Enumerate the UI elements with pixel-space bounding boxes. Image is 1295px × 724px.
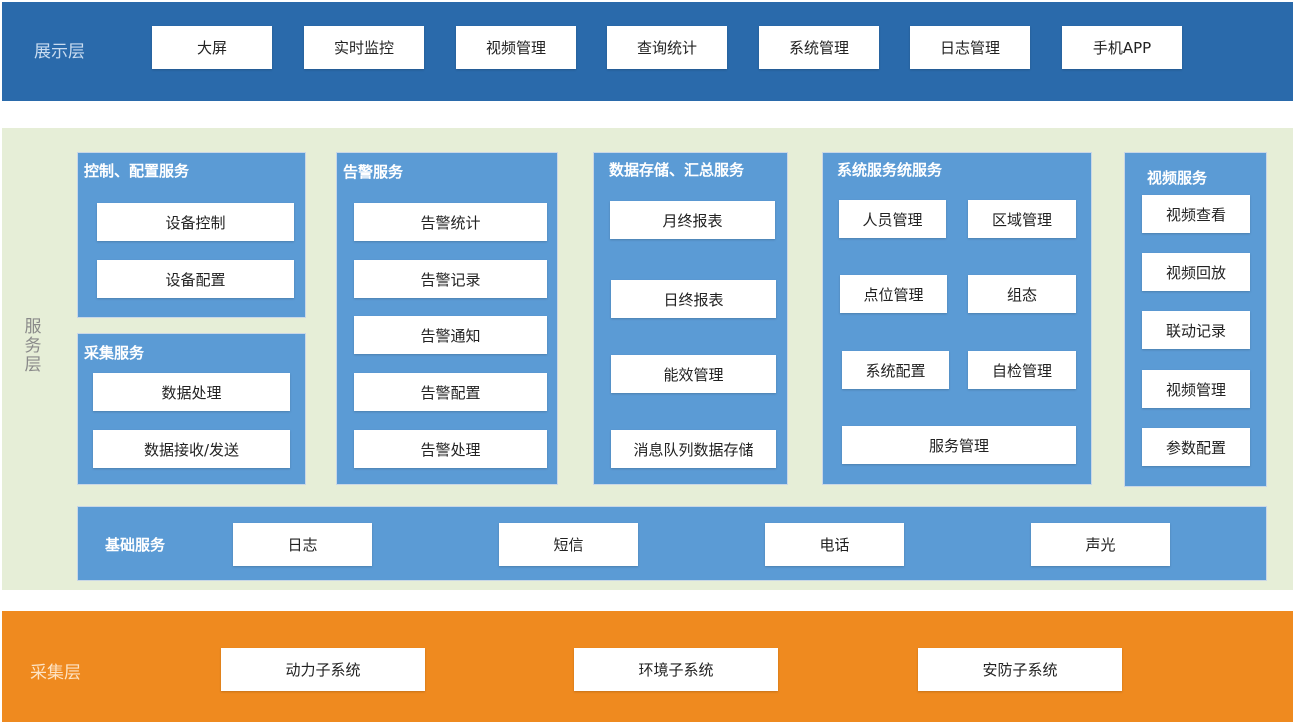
phone-box: 电话 bbox=[765, 523, 904, 566]
presentation-item-realtime-monitor: 实时监控 bbox=[304, 26, 424, 69]
video-service-panel: 视频服务 视频查看 视频回放 联动记录 视频管理 参数配置 bbox=[1124, 152, 1267, 487]
service-management-box: 服务管理 bbox=[842, 426, 1076, 464]
personnel-management-box: 人员管理 bbox=[839, 200, 946, 238]
security-subsystem-box: 安防子系统 bbox=[918, 648, 1122, 691]
collection-layer: 采集层 动力子系统 环境子系统 安防子系统 bbox=[2, 611, 1293, 722]
control-config-service-title: 控制、配置服务 bbox=[84, 162, 190, 180]
base-service-title: 基础服务 bbox=[105, 536, 166, 554]
monthly-report-box: 月终报表 bbox=[610, 201, 775, 239]
energy-management-box: 能效管理 bbox=[611, 355, 776, 393]
storage-service-panel: 数据存储、汇总服务 月终报表 日终报表 能效管理 消息队列数据存储 bbox=[593, 152, 788, 485]
area-management-box: 区域管理 bbox=[968, 200, 1076, 238]
configuration-box: 组态 bbox=[968, 275, 1076, 313]
data-processing-box: 数据处理 bbox=[93, 373, 290, 411]
sms-box: 短信 bbox=[499, 523, 638, 566]
environment-subsystem-box: 环境子系统 bbox=[574, 648, 778, 691]
system-service-title: 系统服务统服务 bbox=[837, 161, 943, 179]
alarm-service-panel: 告警服务 告警统计 告警记录 告警通知 告警配置 告警处理 bbox=[336, 152, 558, 485]
system-config-box: 系统配置 bbox=[842, 351, 949, 389]
presentation-item-log-management: 日志管理 bbox=[910, 26, 1030, 69]
system-service-panel: 系统服务统服务 人员管理 区域管理 点位管理 组态 系统配置 自检管理 服务管理 bbox=[822, 152, 1092, 485]
device-control-box: 设备控制 bbox=[97, 203, 294, 241]
video-playback-box: 视频回放 bbox=[1142, 253, 1250, 291]
collect-service-panel: 采集服务 数据处理 数据接收/发送 bbox=[77, 333, 306, 485]
alarm-notify-box: 告警通知 bbox=[354, 316, 547, 354]
alarm-handle-box: 告警处理 bbox=[354, 430, 547, 468]
service-layer-title: 服务层 bbox=[24, 317, 42, 375]
linkage-record-box: 联动记录 bbox=[1142, 311, 1250, 349]
alarm-statistics-box: 告警统计 bbox=[354, 203, 547, 241]
presentation-item-video-management: 视频管理 bbox=[456, 26, 576, 69]
self-check-management-box: 自检管理 bbox=[968, 351, 1076, 389]
sound-light-box: 声光 bbox=[1031, 523, 1170, 566]
device-config-box: 设备配置 bbox=[97, 260, 294, 298]
video-view-box: 视频查看 bbox=[1142, 195, 1250, 233]
alarm-record-box: 告警记录 bbox=[354, 260, 547, 298]
base-service-panel: 基础服务 日志 短信 电话 声光 bbox=[77, 506, 1267, 581]
message-queue-storage-box: 消息队列数据存储 bbox=[611, 430, 776, 468]
data-send-receive-box: 数据接收/发送 bbox=[93, 430, 290, 468]
presentation-layer: 展示层 大屏 实时监控 视频管理 查询统计 系统管理 日志管理 手机APP bbox=[2, 2, 1293, 101]
collect-service-title: 采集服务 bbox=[84, 344, 145, 362]
daily-report-box: 日终报表 bbox=[611, 280, 776, 318]
alarm-service-title: 告警服务 bbox=[343, 163, 404, 181]
collection-layer-title: 采集层 bbox=[30, 663, 81, 683]
point-management-box: 点位管理 bbox=[840, 275, 947, 313]
parameter-config-box: 参数配置 bbox=[1142, 428, 1250, 466]
storage-service-title: 数据存储、汇总服务 bbox=[609, 161, 745, 179]
presentation-item-mobile-app: 手机APP bbox=[1062, 26, 1182, 69]
presentation-item-big-screen: 大屏 bbox=[152, 26, 272, 69]
presentation-layer-title: 展示层 bbox=[34, 42, 85, 62]
log-box: 日志 bbox=[233, 523, 372, 566]
alarm-config-box: 告警配置 bbox=[354, 373, 547, 411]
video-management-box: 视频管理 bbox=[1142, 370, 1250, 408]
control-config-service-panel: 控制、配置服务 设备控制 设备配置 bbox=[77, 152, 306, 318]
presentation-item-query-statistics: 查询统计 bbox=[607, 26, 727, 69]
presentation-item-system-management: 系统管理 bbox=[759, 26, 879, 69]
power-subsystem-box: 动力子系统 bbox=[221, 648, 425, 691]
video-service-title: 视频服务 bbox=[1147, 169, 1208, 187]
